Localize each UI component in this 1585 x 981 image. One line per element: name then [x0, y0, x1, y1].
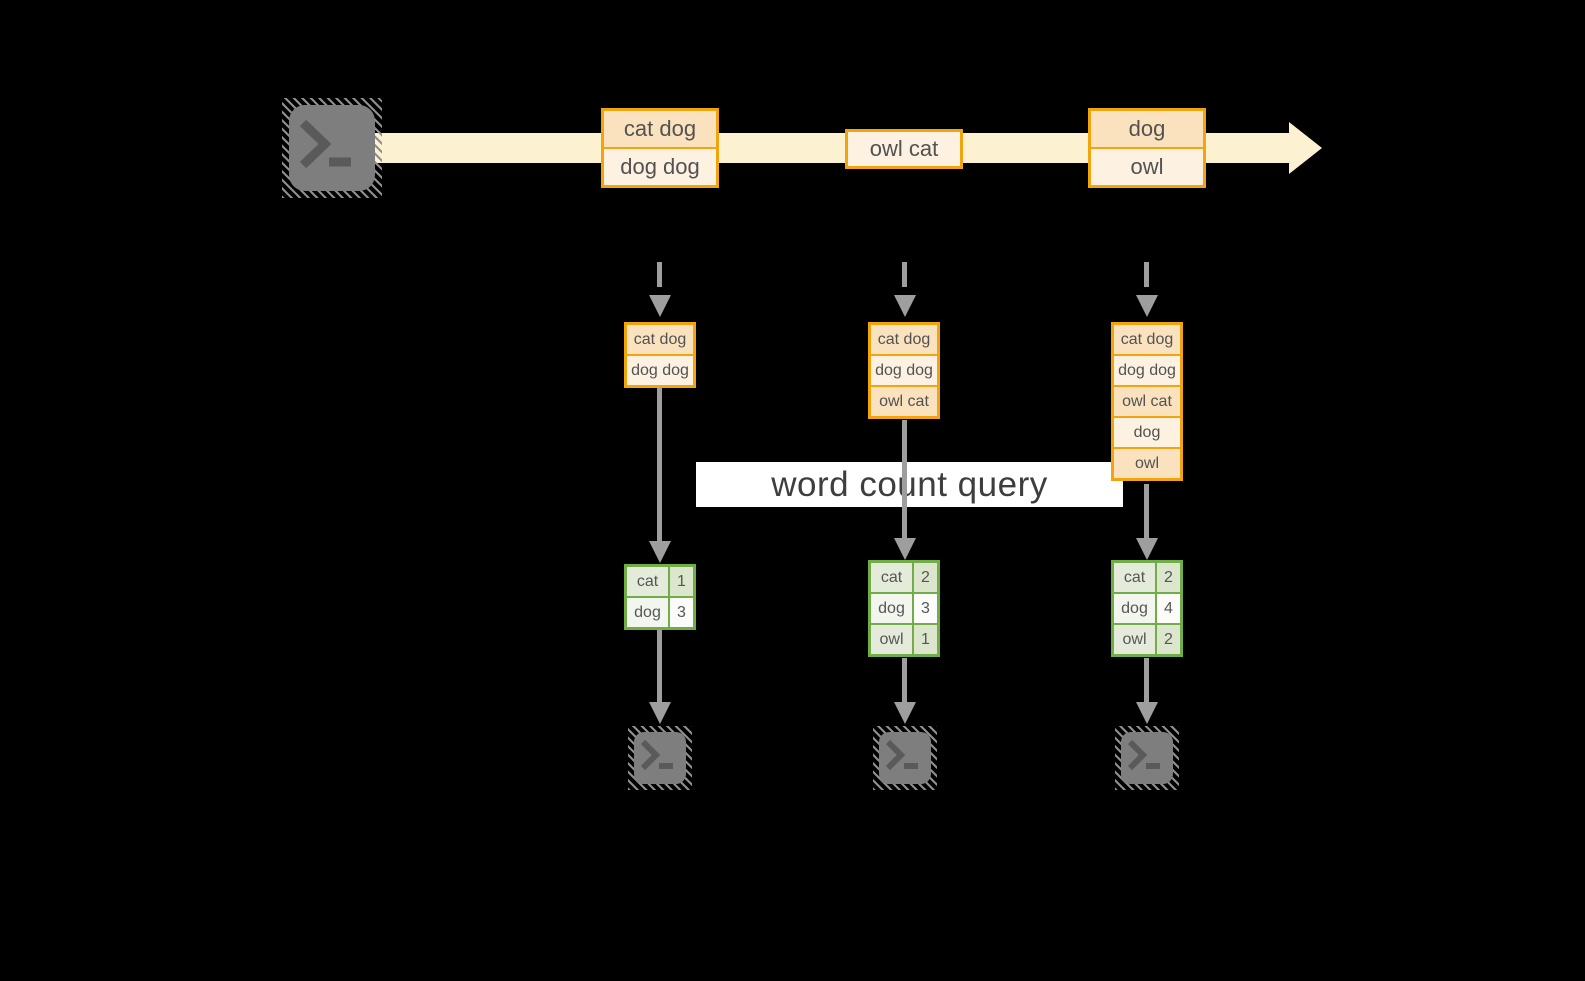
count-row: cat 2	[1114, 563, 1180, 592]
prompt-icon	[1127, 739, 1160, 771]
event-cell: owl cat	[848, 132, 960, 166]
stream-arrowhead-icon	[1289, 122, 1322, 174]
stream-event-box-2: owl cat	[845, 129, 963, 169]
dashed-arrowhead-icon	[1136, 295, 1158, 317]
prompt-icon	[885, 739, 918, 771]
arrow-line	[902, 658, 907, 702]
prompt-icon	[640, 739, 673, 771]
prompt-icon	[299, 119, 351, 169]
count-table-3: cat 2 dog 4 owl 2	[1111, 560, 1183, 657]
count-row: dog 3	[871, 592, 937, 623]
state-cell: dog dog	[1114, 354, 1180, 385]
count-word: owl	[1114, 625, 1157, 654]
count-row: dog 4	[1114, 592, 1180, 623]
arrowhead-icon	[649, 702, 671, 724]
count-word: cat	[871, 563, 914, 592]
state-cell: dog dog	[871, 354, 937, 385]
arrow-line	[902, 420, 907, 538]
count-row: owl 2	[1114, 623, 1180, 654]
state-cell: owl	[1114, 447, 1180, 478]
arrowhead-icon	[894, 538, 916, 560]
count-word: dog	[627, 598, 670, 627]
count-row: cat 1	[627, 567, 693, 596]
count-value: 1	[914, 625, 937, 654]
query-banner: word count query	[696, 462, 1123, 507]
count-row: cat 2	[871, 563, 937, 592]
state-cell: owl cat	[1114, 385, 1180, 416]
event-cell: dog	[1091, 111, 1203, 147]
count-row: dog 3	[627, 596, 693, 627]
event-cell: dog dog	[604, 147, 716, 185]
count-value: 2	[1157, 563, 1180, 592]
stream-event-box-1: cat dog dog dog	[601, 108, 719, 188]
state-cell: cat dog	[871, 325, 937, 354]
arrow-line	[1144, 484, 1149, 538]
source-terminal-icon	[282, 98, 382, 198]
count-word: cat	[627, 567, 670, 596]
count-word: owl	[871, 625, 914, 654]
event-cell: cat dog	[604, 111, 716, 147]
dashed-arrow	[657, 262, 662, 287]
state-cell: dog dog	[627, 354, 693, 385]
count-value: 2	[914, 563, 937, 592]
sink-terminal-icon	[873, 726, 937, 790]
query-label: word count query	[771, 464, 1048, 504]
state-table-2: cat dog dog dog owl cat	[868, 322, 940, 419]
state-cell: owl cat	[871, 385, 937, 416]
count-word: cat	[1114, 563, 1157, 592]
sink-terminal-icon	[628, 726, 692, 790]
dashed-arrowhead-icon	[894, 295, 916, 317]
arrow-line	[1144, 658, 1149, 702]
event-cell: owl	[1091, 147, 1203, 185]
terminal-screen	[289, 105, 375, 191]
arrow-line	[657, 388, 662, 541]
arrow-line	[657, 630, 662, 702]
dashed-arrow	[1144, 262, 1149, 287]
count-table-1: cat 1 dog 3	[624, 564, 696, 630]
count-value: 3	[914, 594, 937, 623]
dashed-arrowhead-icon	[649, 295, 671, 317]
terminal-screen	[634, 732, 686, 784]
count-value: 1	[670, 567, 693, 596]
arrowhead-icon	[1136, 538, 1158, 560]
count-value: 4	[1157, 594, 1180, 623]
count-row: owl 1	[871, 623, 937, 654]
sink-terminal-icon	[1115, 726, 1179, 790]
stream-event-box-3: dog owl	[1088, 108, 1206, 188]
count-word: dog	[1114, 594, 1157, 623]
arrowhead-icon	[894, 702, 916, 724]
state-cell: dog	[1114, 416, 1180, 447]
count-word: dog	[871, 594, 914, 623]
count-value: 3	[670, 598, 693, 627]
dashed-arrow	[902, 262, 907, 287]
state-table-3: cat dog dog dog owl cat dog owl	[1111, 322, 1183, 481]
count-value: 2	[1157, 625, 1180, 654]
state-table-1: cat dog dog dog	[624, 322, 696, 388]
terminal-screen	[1121, 732, 1173, 784]
count-table-2: cat 2 dog 3 owl 1	[868, 560, 940, 657]
arrowhead-icon	[649, 541, 671, 563]
terminal-screen	[879, 732, 931, 784]
state-cell: cat dog	[1114, 325, 1180, 354]
arrowhead-icon	[1136, 702, 1158, 724]
state-cell: cat dog	[627, 325, 693, 354]
